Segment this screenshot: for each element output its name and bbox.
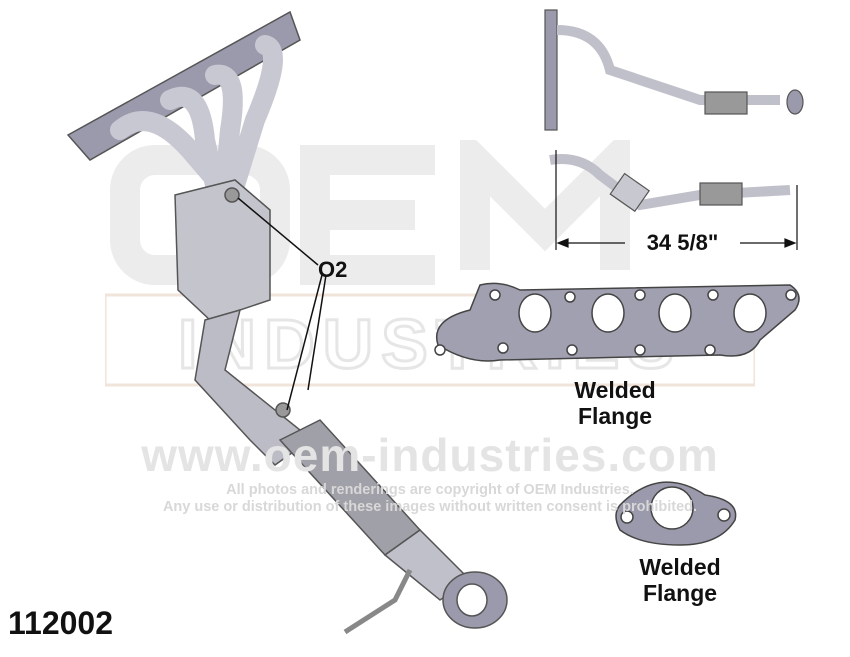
side-view-assembly: [544, 9, 804, 213]
flange-label-line2: Flange: [577, 402, 653, 429]
flange-label-line1: Welded: [639, 554, 721, 580]
watermark-url: www.oem-industries.com: [141, 429, 719, 481]
length-dimension-label: 34 5/8": [646, 230, 719, 255]
watermark-copyright-line1: All photos and renderings are copyright …: [226, 482, 634, 498]
flange-label-line2: Flange: [642, 579, 718, 606]
manifold-flange-label: Welded Flange: [545, 377, 685, 430]
manifold-flange: [434, 282, 800, 362]
o2-callout-lines: [237, 197, 327, 411]
outlet-flange: [615, 481, 737, 546]
outlet-flange-label: Welded Flange: [610, 554, 750, 607]
part-number: 112002: [8, 605, 114, 641]
catalytic-converter-main: [174, 179, 508, 635]
length-dimension-line: [555, 150, 798, 250]
watermark-copyright-line2: Any use or distribution of these images …: [162, 499, 698, 515]
o2-sensor-label: O2: [318, 257, 348, 282]
exhaust-manifold-main: [66, 10, 301, 195]
flange-label-line1: Welded: [574, 377, 656, 403]
